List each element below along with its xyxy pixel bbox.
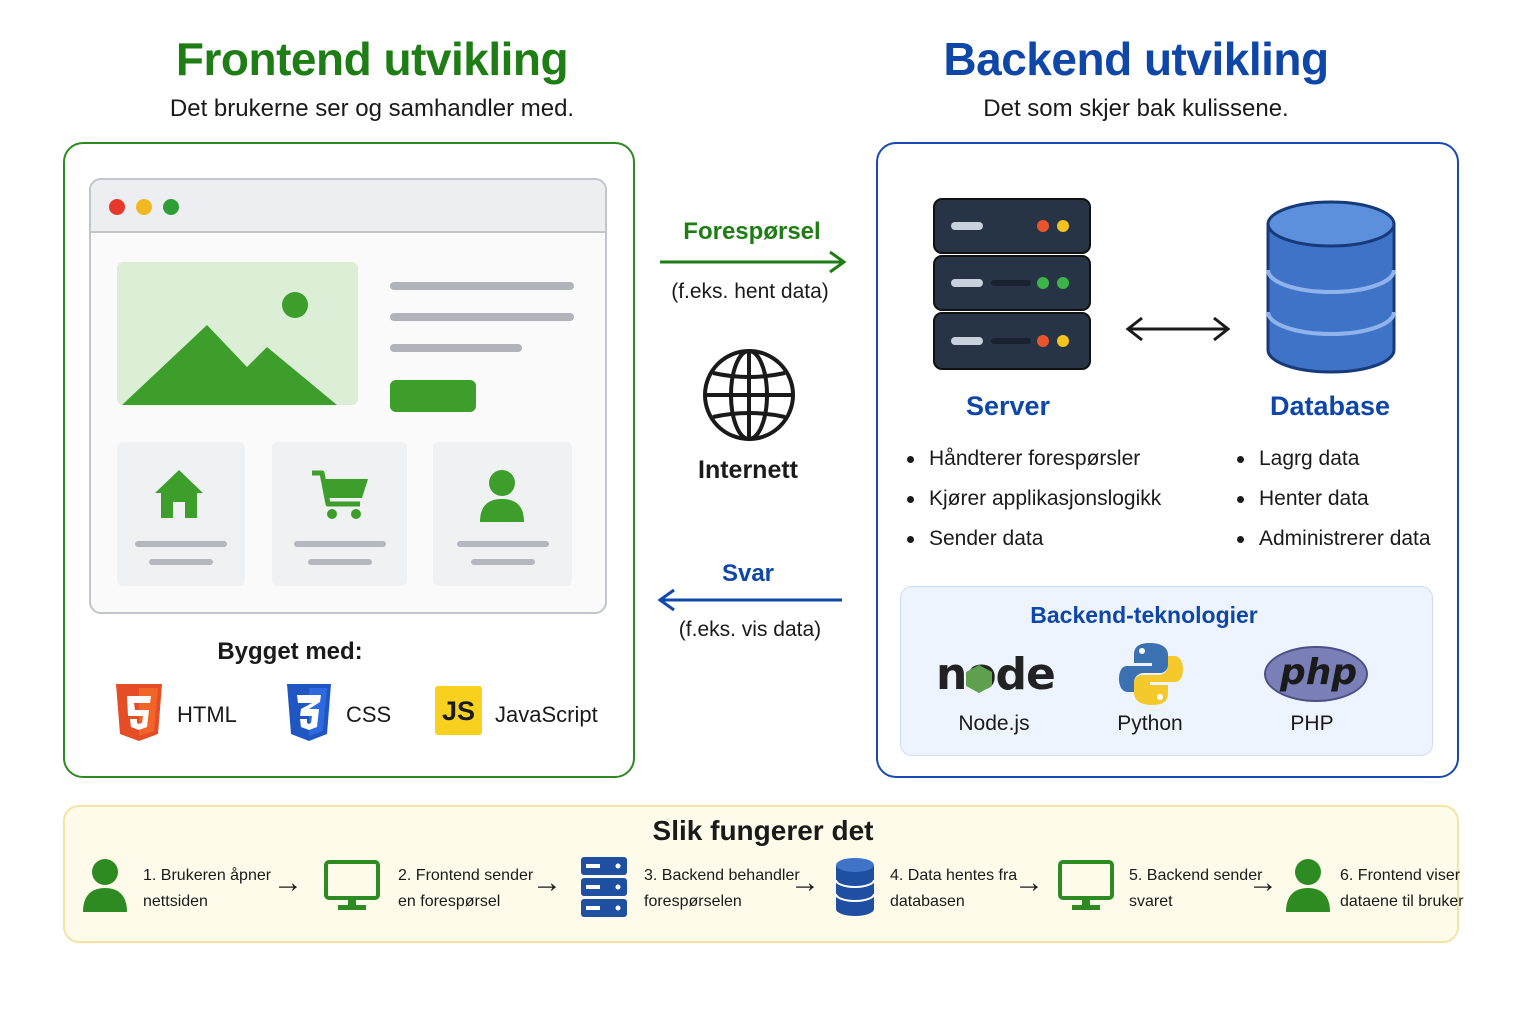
bidirectional-arrow-icon	[1125, 316, 1231, 342]
frontend-subtitle: Det brukerne ser og samhandler med.	[169, 95, 575, 122]
flow-step-line: 2. Frontend sender	[398, 867, 534, 884]
server-icon	[933, 198, 1091, 370]
card-text-line	[457, 541, 549, 547]
flow-step-line: forespørselen	[644, 893, 742, 910]
nodejs-label: Node.js	[958, 712, 1030, 735]
database-label: Database	[1269, 391, 1391, 421]
flow-step-4: 4. Data hentes fra databasen	[890, 863, 1017, 915]
flow-step-5: 5. Backend sender svaret	[1129, 863, 1262, 915]
backend-tech-title: Backend-teknologier	[1030, 602, 1258, 628]
server-icon	[581, 857, 627, 917]
browser-title-bar	[91, 180, 605, 233]
backend-subtitle: Det som skjer bak kulissene.	[983, 95, 1289, 122]
flow-step-line: nettsiden	[143, 893, 208, 910]
built-with-title: Bygget med:	[217, 638, 363, 665]
home-card	[117, 442, 245, 586]
response-arrow-icon	[657, 588, 842, 612]
html-label: HTML	[177, 702, 237, 727]
database-icon	[1266, 200, 1396, 374]
home-icon	[155, 470, 203, 518]
close-dot-icon	[109, 199, 125, 215]
how-it-works-title: Slik fungerer det	[652, 815, 874, 846]
card-text-line	[471, 559, 535, 565]
monitor-icon	[1058, 860, 1114, 910]
maximize-dot-icon	[163, 199, 179, 215]
request-label: Forespørsel	[683, 218, 821, 245]
flow-step-line: 6. Frontend viser	[1340, 867, 1461, 884]
flow-step-line: 4. Data hentes fra	[890, 867, 1018, 884]
php-logo: php	[1264, 646, 1368, 702]
backend-panel	[876, 142, 1459, 778]
user-icon	[1286, 859, 1330, 912]
javascript-label: JavaScript	[495, 702, 598, 727]
database-bullets: Lagrg data Henter data Administrerer dat…	[1237, 446, 1431, 566]
frontend-panel	[63, 142, 635, 778]
python-label: Python	[1117, 712, 1183, 735]
server-bullet: Kjører applikasjonslogikk	[907, 486, 1161, 526]
server-bullet: Håndterer forespørsler	[907, 446, 1161, 486]
flow-arrow-icon: →	[1248, 866, 1278, 899]
css-label: CSS	[346, 702, 392, 727]
database-icon	[835, 858, 875, 916]
php-label: PHP	[1290, 712, 1334, 735]
flow-arrow-icon: →	[1014, 866, 1044, 899]
response-example: (f.eks. vis data)	[678, 618, 822, 641]
image-placeholder-icon	[117, 262, 358, 405]
server-bullet: Sender data	[907, 526, 1161, 566]
card-text-line	[294, 541, 386, 547]
flow-step-1: 1. Brukeren åpner nettsiden	[143, 863, 271, 915]
request-example: (f.eks. hent data)	[671, 280, 829, 303]
server-label: Server	[965, 391, 1051, 421]
flow-step-line: dataene til bruker	[1340, 893, 1464, 910]
flow-arrow-icon: →	[532, 866, 562, 899]
nodejs-logo-text: node	[936, 649, 1056, 700]
how-it-works-box	[63, 805, 1459, 943]
flow-step-2: 2. Frontend sender en forespørsel	[398, 863, 533, 915]
python-logo	[1119, 643, 1183, 705]
text-line-placeholder	[390, 344, 522, 352]
card-text-line	[149, 559, 213, 565]
cart-card	[272, 442, 407, 586]
css3-icon	[287, 684, 331, 747]
response-label: Svar	[721, 560, 775, 587]
flow-step-line: svaret	[1129, 893, 1173, 910]
database-bullet: Henter data	[1237, 486, 1431, 526]
flow-arrow-icon: →	[790, 866, 820, 899]
monitor-icon	[324, 860, 380, 910]
javascript-icon: JS	[435, 686, 482, 735]
shopping-cart-icon	[312, 470, 368, 519]
frontend-title: Frontend utvikling	[175, 33, 569, 85]
flow-step-line: databasen	[890, 893, 965, 910]
php-logo-text: php	[1280, 652, 1358, 693]
text-line-placeholder	[390, 313, 574, 321]
internet-label: Internett	[698, 456, 798, 484]
globe-icon	[703, 349, 795, 441]
card-text-line	[135, 541, 227, 547]
database-bullet: Administrerer data	[1237, 526, 1431, 566]
server-bullets: Håndterer forespørsler Kjører applikasjo…	[907, 446, 1161, 566]
flow-step-line: en forespørsel	[398, 893, 501, 910]
javascript-icon-badge: JS	[442, 696, 476, 726]
minimize-dot-icon	[136, 199, 152, 215]
database-bullet: Lagrg data	[1237, 446, 1431, 486]
text-line-placeholder	[390, 282, 574, 290]
flow-step-3: 3. Backend behandler forespørselen	[644, 863, 800, 915]
html5-icon	[116, 684, 162, 747]
flow-step-line: 5. Backend sender	[1129, 867, 1263, 884]
flow-step-line: 1. Brukeren åpner	[143, 867, 272, 884]
flow-step-6: 6. Frontend viser dataene til bruker	[1340, 863, 1464, 915]
user-icon	[480, 470, 524, 522]
profile-card	[433, 442, 572, 586]
flow-arrow-icon: →	[273, 866, 303, 899]
nodejs-logo: node	[936, 649, 1056, 700]
backend-title: Backend utvikling	[943, 33, 1329, 85]
button-placeholder	[390, 380, 476, 412]
card-text-line	[308, 559, 372, 565]
request-arrow-icon	[660, 250, 847, 274]
user-icon	[83, 859, 127, 912]
nodejs-hexagon-icon	[966, 665, 992, 693]
flow-step-line: 3. Backend behandler	[644, 867, 800, 884]
